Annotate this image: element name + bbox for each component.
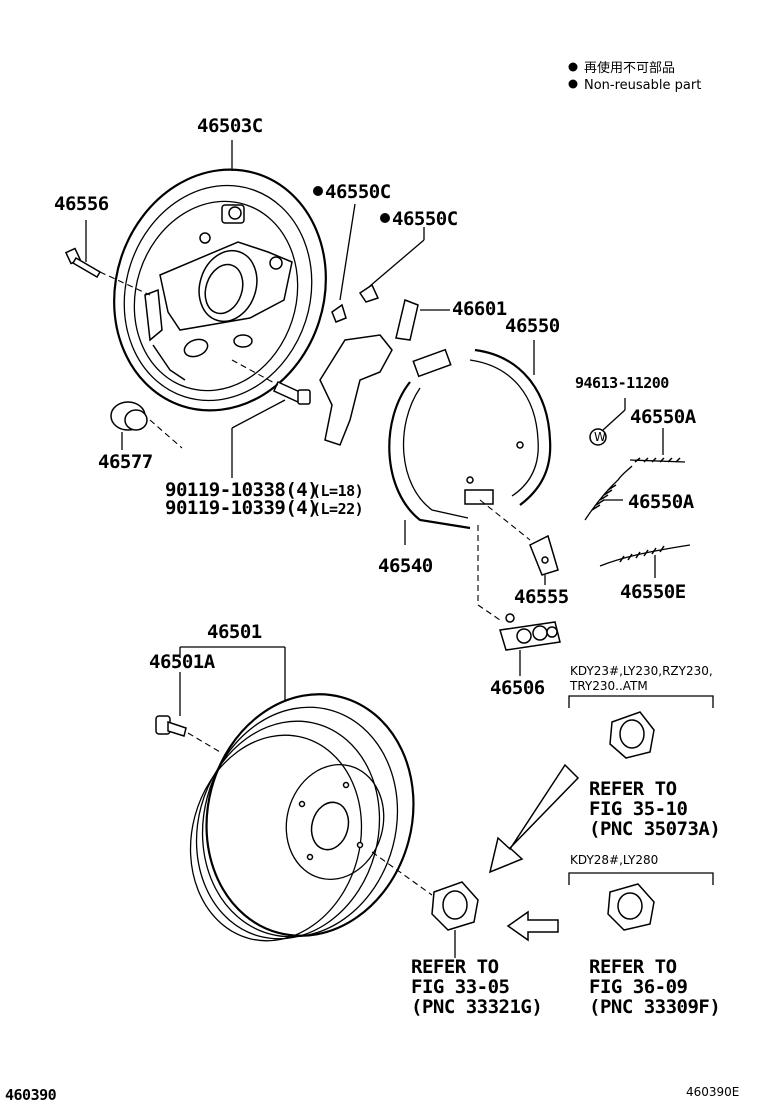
clip-46550C-a-drawing — [331, 303, 347, 323]
label-46501A: 46501A — [149, 651, 216, 673]
label-46550C-a: 46550C — [325, 181, 391, 203]
label-46550: 46550 — [505, 315, 560, 337]
variant-1-line2: TRY230..ATM — [569, 679, 648, 693]
ref-3-line2: FIG 36-09 — [589, 976, 688, 998]
svg-text:W: W — [594, 430, 606, 444]
label-94613-11200: 94613-11200 — [575, 374, 669, 392]
dash-33321G — [371, 851, 433, 896]
spring-46550A-a-drawing — [629, 457, 686, 463]
spring-46550E-drawing — [599, 544, 691, 567]
brake-drum-46501-drawing — [189, 693, 415, 942]
nut-33309F-drawing — [607, 883, 655, 931]
variant-2-label: KDY28#,LY280 — [570, 853, 658, 867]
label-46556: 46556 — [54, 193, 109, 215]
label-46506: 46506 — [490, 677, 545, 699]
ref-3-line1: REFER TO — [589, 956, 677, 978]
lever-46555-drawing — [529, 534, 559, 576]
legend-jp: 再使用不可部品 — [584, 60, 675, 76]
ref-1-line1: REFER TO — [589, 778, 677, 800]
label-46540: 46540 — [378, 555, 433, 577]
footer-right-code: 460390E — [686, 1085, 739, 1099]
label-46503C: 46503C — [197, 115, 263, 137]
label-46555: 46555 — [514, 586, 569, 608]
label-90119-10338: 90119-10338(4) — [165, 479, 318, 501]
brake-shoe-drawing — [388, 348, 552, 530]
ref-2-line2: FIG 33-05 — [411, 976, 510, 998]
leader-90119-1 — [231, 399, 286, 429]
dash-46506-2 — [477, 604, 501, 621]
non-reusable-dot-icon — [380, 213, 390, 223]
footer-left-code: 460390 — [5, 1086, 57, 1104]
nut-33321G-drawing — [431, 881, 479, 931]
label-46577: 46577 — [98, 451, 153, 473]
arrow-to-nut-icon — [488, 763, 580, 874]
ref-2-line3: (PNC 33321G) — [411, 996, 542, 1018]
cable-46506-drawing — [499, 613, 561, 651]
label-46550A-a: 46550A — [630, 406, 697, 428]
clip-46550C-b-drawing — [358, 283, 380, 303]
label-46550E: 46550E — [620, 581, 686, 603]
non-reusable-dot-icon — [313, 186, 323, 196]
legend: 再使用不可部品 Non-reusable part — [568, 60, 701, 93]
leader-94613-2 — [602, 409, 626, 431]
variant-1-line1: KDY23#,LY230,RZY230, — [570, 664, 713, 678]
leader-46550C-a — [339, 203, 356, 301]
washer-94613-drawing: W — [589, 428, 607, 446]
nut-35073A-drawing — [609, 711, 655, 759]
non-reusable-dot-icon — [568, 79, 578, 89]
backing-plate-drawing — [113, 168, 327, 412]
leader-46550C-b-2 — [369, 239, 425, 287]
note-90119-10338: (L=18) — [312, 482, 363, 500]
label-90119-10339: 90119-10339(4) — [165, 497, 318, 519]
non-reusable-dot-icon — [568, 62, 578, 72]
arrow-left-icon — [506, 910, 559, 942]
bracket-variant-1 — [568, 695, 714, 708]
legend-en: Non-reusable part — [584, 78, 701, 93]
label-46601: 46601 — [452, 298, 507, 320]
label-46550A-b: 46550A — [628, 491, 695, 513]
bolt-90119-drawing — [231, 359, 311, 405]
strut-46601-drawing — [319, 298, 419, 446]
ref-3-line3: (PNC 33309F) — [589, 996, 720, 1018]
label-46550C-b: 46550C — [392, 208, 458, 230]
spring-46550A-b-drawing — [584, 465, 633, 521]
bracket-variant-2 — [568, 872, 714, 885]
stud-46501A-drawing — [155, 715, 221, 753]
plug-46577-drawing — [110, 401, 183, 449]
note-90119-10339: (L=22) — [312, 500, 363, 518]
ref-2-line1: REFER TO — [411, 956, 499, 978]
ref-1-line3: (PNC 35073A) — [589, 818, 720, 840]
label-46501: 46501 — [207, 621, 262, 643]
bolt-46556-drawing — [64, 247, 151, 296]
dash-46555 — [479, 499, 531, 541]
ref-1-line2: FIG 35-10 — [589, 798, 688, 820]
